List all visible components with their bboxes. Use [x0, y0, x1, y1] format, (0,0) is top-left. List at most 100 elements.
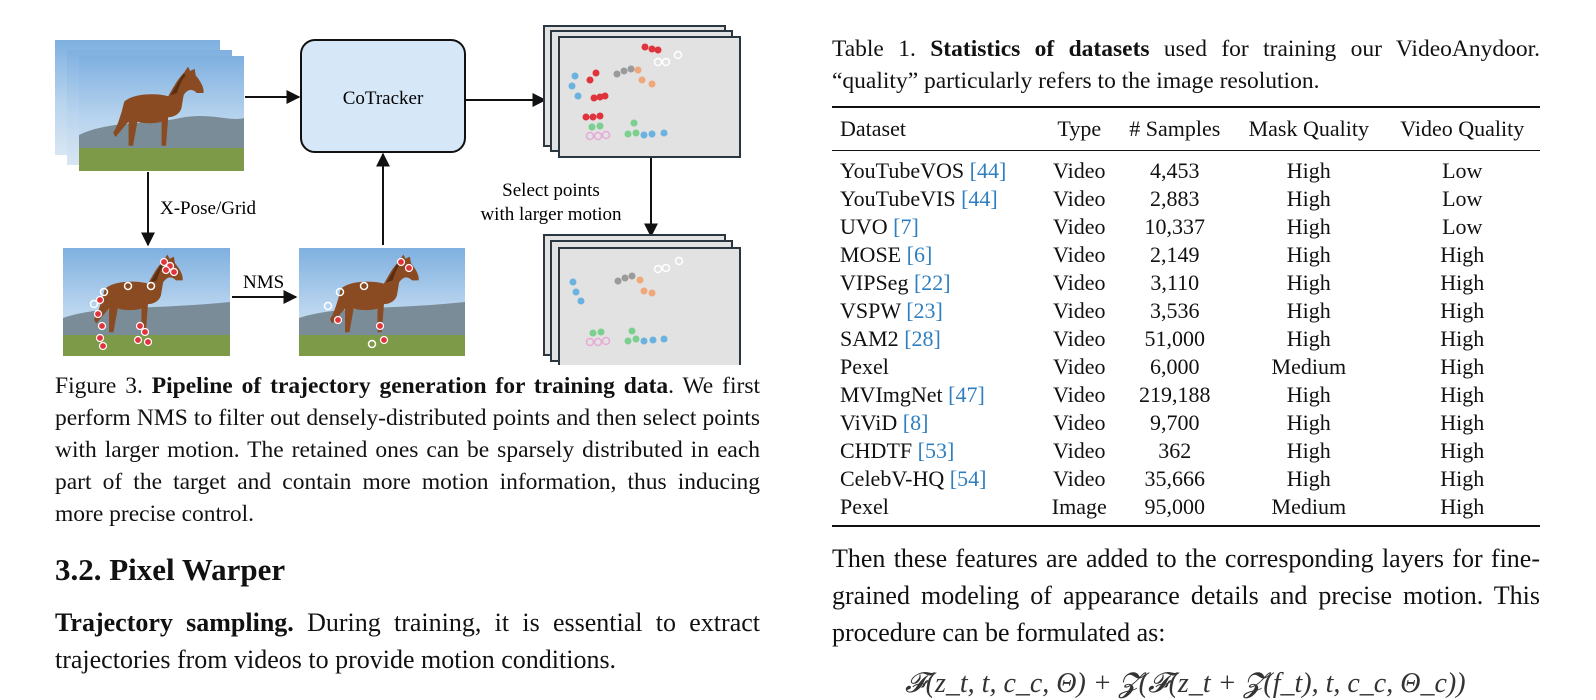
cell-samples: 51,000: [1144, 326, 1206, 351]
citation-link[interactable]: [44]: [969, 158, 1007, 183]
cell-dataset: YouTubeVIS [44]: [832, 185, 1042, 213]
cell-type: Video: [1053, 242, 1106, 267]
table-caption-prefix: Table 1.: [832, 36, 931, 62]
cell-mask-quality: High: [1286, 158, 1331, 183]
xpose-grid-label: X-Pose/Grid: [160, 198, 257, 219]
cell-samples: 362: [1158, 438, 1192, 463]
cell-dataset: VSPW [23]: [832, 297, 1042, 325]
dense-keypoints-image: [63, 248, 230, 356]
cell-type: Video: [1053, 270, 1106, 295]
header-video-quality: Video Quality: [1384, 106, 1540, 151]
cell-dataset: CHDTF [53]: [832, 437, 1042, 465]
header-dataset: Dataset: [832, 106, 1043, 151]
cell-video-quality: Low: [1442, 214, 1483, 239]
cell-video-quality: High: [1440, 298, 1485, 323]
dataset-name: UVO: [840, 214, 894, 239]
cell-dataset: VIPSeg [22]: [832, 269, 1042, 297]
cell-dataset: YouTubeVOS [44]: [832, 151, 1042, 186]
cell-mask-quality: High: [1286, 298, 1331, 323]
cell-dataset: MOSE [6]: [832, 241, 1042, 269]
cell-video-quality: High: [1440, 354, 1485, 379]
table-row: SAM2 [28] Video 51,000 High High: [832, 325, 1540, 353]
cell-type: Video: [1053, 466, 1106, 491]
trajectory-sampling-paragraph: Trajectory sampling. During training, it…: [55, 604, 760, 678]
cell-video-quality: High: [1440, 438, 1485, 463]
dataset-name: SAM2: [840, 326, 905, 351]
all-tracks-frames: [543, 25, 741, 158]
cell-dataset: ViViD [8]: [832, 409, 1042, 437]
cell-type: Video: [1053, 410, 1106, 435]
citation-link[interactable]: [22]: [913, 270, 951, 295]
header-samples: # Samples: [1116, 106, 1234, 151]
cell-mask-quality: Medium: [1233, 493, 1385, 527]
select-points-label-2: with larger motion: [480, 204, 622, 225]
dataset-statistics-table: Dataset Type # Samples Mask Quality Vide…: [832, 106, 1540, 527]
cell-dataset: CelebV-HQ [54]: [832, 465, 1042, 493]
cell-type: Video: [1053, 158, 1106, 183]
cell-mask-quality: High: [1286, 410, 1331, 435]
cell-samples: 95,000: [1116, 493, 1234, 527]
cell-samples: 2,883: [1150, 186, 1200, 211]
cell-video-quality: High: [1440, 326, 1485, 351]
citation-link[interactable]: [44]: [961, 186, 998, 211]
paragraph-text: During training, it is essential to extr…: [55, 608, 760, 674]
cell-samples: 4,453: [1150, 158, 1200, 183]
cell-dataset: Pexel: [832, 353, 1042, 381]
cell-type: Video: [1053, 326, 1106, 351]
cell-video-quality: High: [1440, 242, 1485, 267]
cell-samples: 35,666: [1144, 466, 1206, 491]
dataset-name: MOSE: [840, 242, 907, 267]
dataset-name: VIPSeg: [840, 270, 914, 295]
section-heading: 3.2. Pixel Warper: [55, 552, 286, 587]
source-video-frames: [55, 40, 244, 171]
citation-link[interactable]: [54]: [949, 466, 987, 491]
figure-caption-text: . We first perform NMS to filter out den…: [55, 373, 760, 527]
citation-link[interactable]: [53]: [917, 438, 955, 463]
table-row: CHDTF [53] Video 362 High High: [832, 437, 1540, 465]
cell-mask-quality: High: [1286, 326, 1331, 351]
select-points-label-1: Select points: [502, 180, 600, 201]
cell-samples: 2,149: [1150, 242, 1200, 267]
header-type: Type: [1042, 106, 1117, 151]
cell-dataset: MVImgNet [47]: [832, 381, 1042, 409]
table-caption-text: used for training our VideoAnydoor. “qua…: [832, 36, 1540, 94]
cell-mask-quality: High: [1286, 382, 1331, 407]
nms-label: NMS: [243, 272, 284, 293]
dataset-name: ViViD: [840, 410, 903, 435]
cell-samples: 10,337: [1144, 214, 1206, 239]
selected-tracks-frames: [543, 234, 741, 365]
dataset-name: YouTubeVOS: [840, 158, 970, 183]
dataset-name: YouTubeVIS: [840, 186, 962, 211]
cell-video-quality: High: [1384, 493, 1540, 527]
header-mask-quality: Mask Quality: [1233, 106, 1385, 151]
cell-dataset: SAM2 [28]: [832, 325, 1042, 353]
cell-type: Video: [1053, 438, 1106, 463]
pipeline-figure: CoTracker X-Pose/Grid NMS Select points …: [55, 25, 741, 365]
figure-caption: Figure 3. Pipeline of trajectory generat…: [55, 370, 760, 530]
citation-link[interactable]: [47]: [948, 382, 985, 407]
dataset-name: MVImgNet: [840, 382, 949, 407]
citation-link[interactable]: [8]: [902, 410, 929, 435]
citation-link[interactable]: [6]: [906, 242, 933, 267]
cell-mask-quality: Medium: [1271, 354, 1347, 379]
figure-caption-prefix: Figure 3.: [55, 373, 152, 399]
cell-type: Image: [1042, 493, 1117, 527]
citation-link[interactable]: [7]: [893, 214, 919, 239]
horse-frame-front: [79, 56, 244, 171]
cell-mask-quality: High: [1286, 214, 1331, 239]
table-header-row: Dataset Type # Samples Mask Quality Vide…: [832, 106, 1540, 151]
cotracker-label: CoTracker: [343, 88, 424, 109]
citation-link[interactable]: [23]: [906, 298, 943, 323]
dataset-name: CHDTF: [840, 438, 918, 463]
cell-mask-quality: High: [1286, 242, 1331, 267]
cell-samples: 9,700: [1150, 410, 1200, 435]
table-row: MOSE [6] Video 2,149 High High: [832, 241, 1540, 269]
cell-mask-quality: High: [1286, 466, 1331, 491]
citation-link[interactable]: [28]: [904, 326, 941, 351]
cell-type: Video: [1053, 382, 1106, 407]
cell-samples: 219,188: [1139, 382, 1211, 407]
cell-mask-quality: High: [1286, 438, 1331, 463]
